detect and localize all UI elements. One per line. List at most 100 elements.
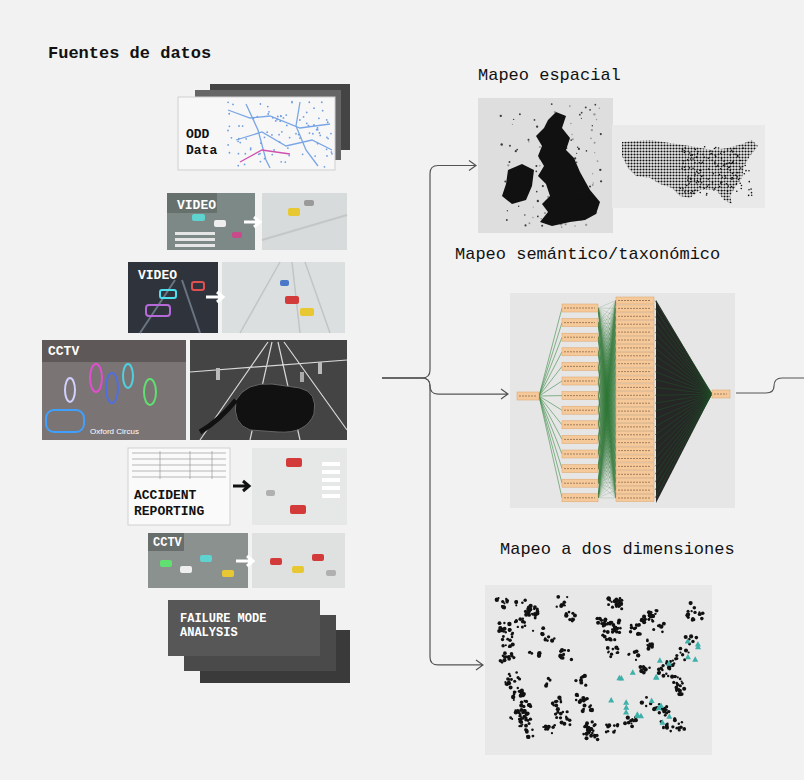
illustration-shape: [575, 693, 579, 697]
illustration-shape: [704, 187, 706, 189]
illustration-shape: [618, 300, 651, 301]
illustration-shape: [725, 177, 727, 179]
illustration-shape: [684, 191, 686, 193]
illustration-shape: [573, 613, 577, 617]
illustration-shape: [533, 605, 537, 609]
illustration-shape: [739, 182, 741, 184]
illustration-shape: [748, 181, 750, 183]
illustration-shape: [270, 558, 282, 565]
illustration-shape: [555, 180, 557, 182]
illustration-shape: [616, 360, 654, 367]
illustration-shape: [570, 207, 571, 208]
illustration-shape: [280, 280, 289, 286]
illustration-shape: [616, 439, 654, 446]
illustration-shape: [589, 186, 591, 188]
illustration-shape: [692, 656, 698, 662]
illustration-shape: [559, 716, 562, 719]
illustration-shape: [528, 651, 531, 654]
illustration-shape: [616, 400, 654, 407]
illustration-shape: [539, 165, 541, 167]
illustration-shape: [232, 104, 234, 106]
illustration-shape: [616, 297, 654, 304]
illustration-shape: [478, 98, 613, 233]
illustration-shape: [510, 293, 735, 508]
illustration-shape: [616, 416, 654, 423]
illustration-shape: [678, 689, 682, 693]
illustration-shape: [562, 711, 564, 713]
illustration-shape: [317, 127, 319, 129]
illustration-shape: [551, 702, 554, 705]
illustration-shape: [655, 394, 712, 498]
illustration-shape: [618, 458, 651, 459]
illustration-shape: [525, 728, 529, 732]
illustration-shape: [562, 653, 565, 656]
illustration-shape: [616, 487, 654, 494]
panel-heading: Mapeo semántico/taxonómico: [455, 245, 720, 265]
illustration-shape: [298, 134, 300, 136]
illustration-shape: [582, 199, 583, 200]
illustration-shape: [495, 595, 705, 741]
illustration-shape: [667, 675, 669, 677]
illustration-shape: [546, 222, 548, 224]
illustration-shape: [306, 123, 308, 125]
illustration-shape: [148, 533, 248, 588]
illustration-shape: [500, 103, 603, 228]
illustration-shape: [683, 150, 685, 152]
illustration-shape: [616, 495, 654, 502]
illustration-shape: [690, 610, 692, 612]
illustration-shape: [592, 173, 593, 174]
illustration-shape: [584, 684, 587, 687]
source-card: ODD Data: [178, 97, 335, 170]
illustration-shape: [655, 308, 712, 394]
illustration-shape: [721, 182, 723, 184]
illustration-shape: [655, 364, 712, 394]
illustration-shape: [302, 153, 304, 155]
illustration-shape: [556, 605, 558, 607]
illustration-shape: [550, 639, 554, 643]
illustration-shape: [317, 129, 319, 131]
illustration-shape: [697, 153, 699, 155]
illustration-shape: [655, 609, 659, 613]
illustration-shape: [571, 619, 574, 622]
illustration-shape: [616, 455, 654, 462]
illustration-shape: [645, 696, 648, 699]
illustration-shape: [167, 193, 217, 213]
illustration-shape: [222, 262, 345, 333]
illustration-shape: [695, 636, 699, 640]
illustration-shape: [531, 728, 534, 731]
illustration-shape: [160, 560, 172, 567]
illustration-shape: [616, 376, 654, 383]
illustration-shape: [581, 118, 582, 119]
illustration-shape: [523, 700, 525, 702]
illustration-shape: [598, 474, 616, 498]
illustration-shape: [606, 630, 610, 634]
illustration-shape: [592, 729, 594, 731]
illustration-shape: [630, 669, 636, 675]
card-label: ACCIDENT REPORTING: [134, 488, 208, 519]
illustration-shape: [237, 165, 239, 167]
illustration-shape: [618, 474, 651, 475]
illustration-shape: [560, 223, 562, 225]
illustration-shape: [283, 117, 285, 119]
illustration-shape: [536, 609, 539, 612]
illustration-shape: [655, 394, 712, 482]
illustration-shape: [700, 170, 702, 172]
illustration-shape: [682, 727, 686, 731]
illustration-shape: [252, 448, 347, 525]
illustration-shape: [616, 463, 654, 470]
illustration-shape: [574, 169, 576, 171]
illustration-shape: [535, 170, 537, 172]
illustration-shape: [657, 668, 661, 672]
illustration-shape: [694, 162, 696, 164]
illustration-shape: [582, 698, 585, 701]
illustration-shape: [252, 533, 345, 588]
illustration-shape: [662, 674, 666, 678]
illustration-shape: [200, 555, 212, 562]
illustration-shape: [740, 188, 742, 190]
illustration-shape: [557, 696, 561, 700]
illustration-shape: [192, 214, 205, 221]
illustration-shape: [586, 150, 588, 152]
illustration-shape: [537, 200, 539, 202]
illustration-shape: [513, 172, 515, 174]
illustration-shape: [698, 611, 700, 613]
